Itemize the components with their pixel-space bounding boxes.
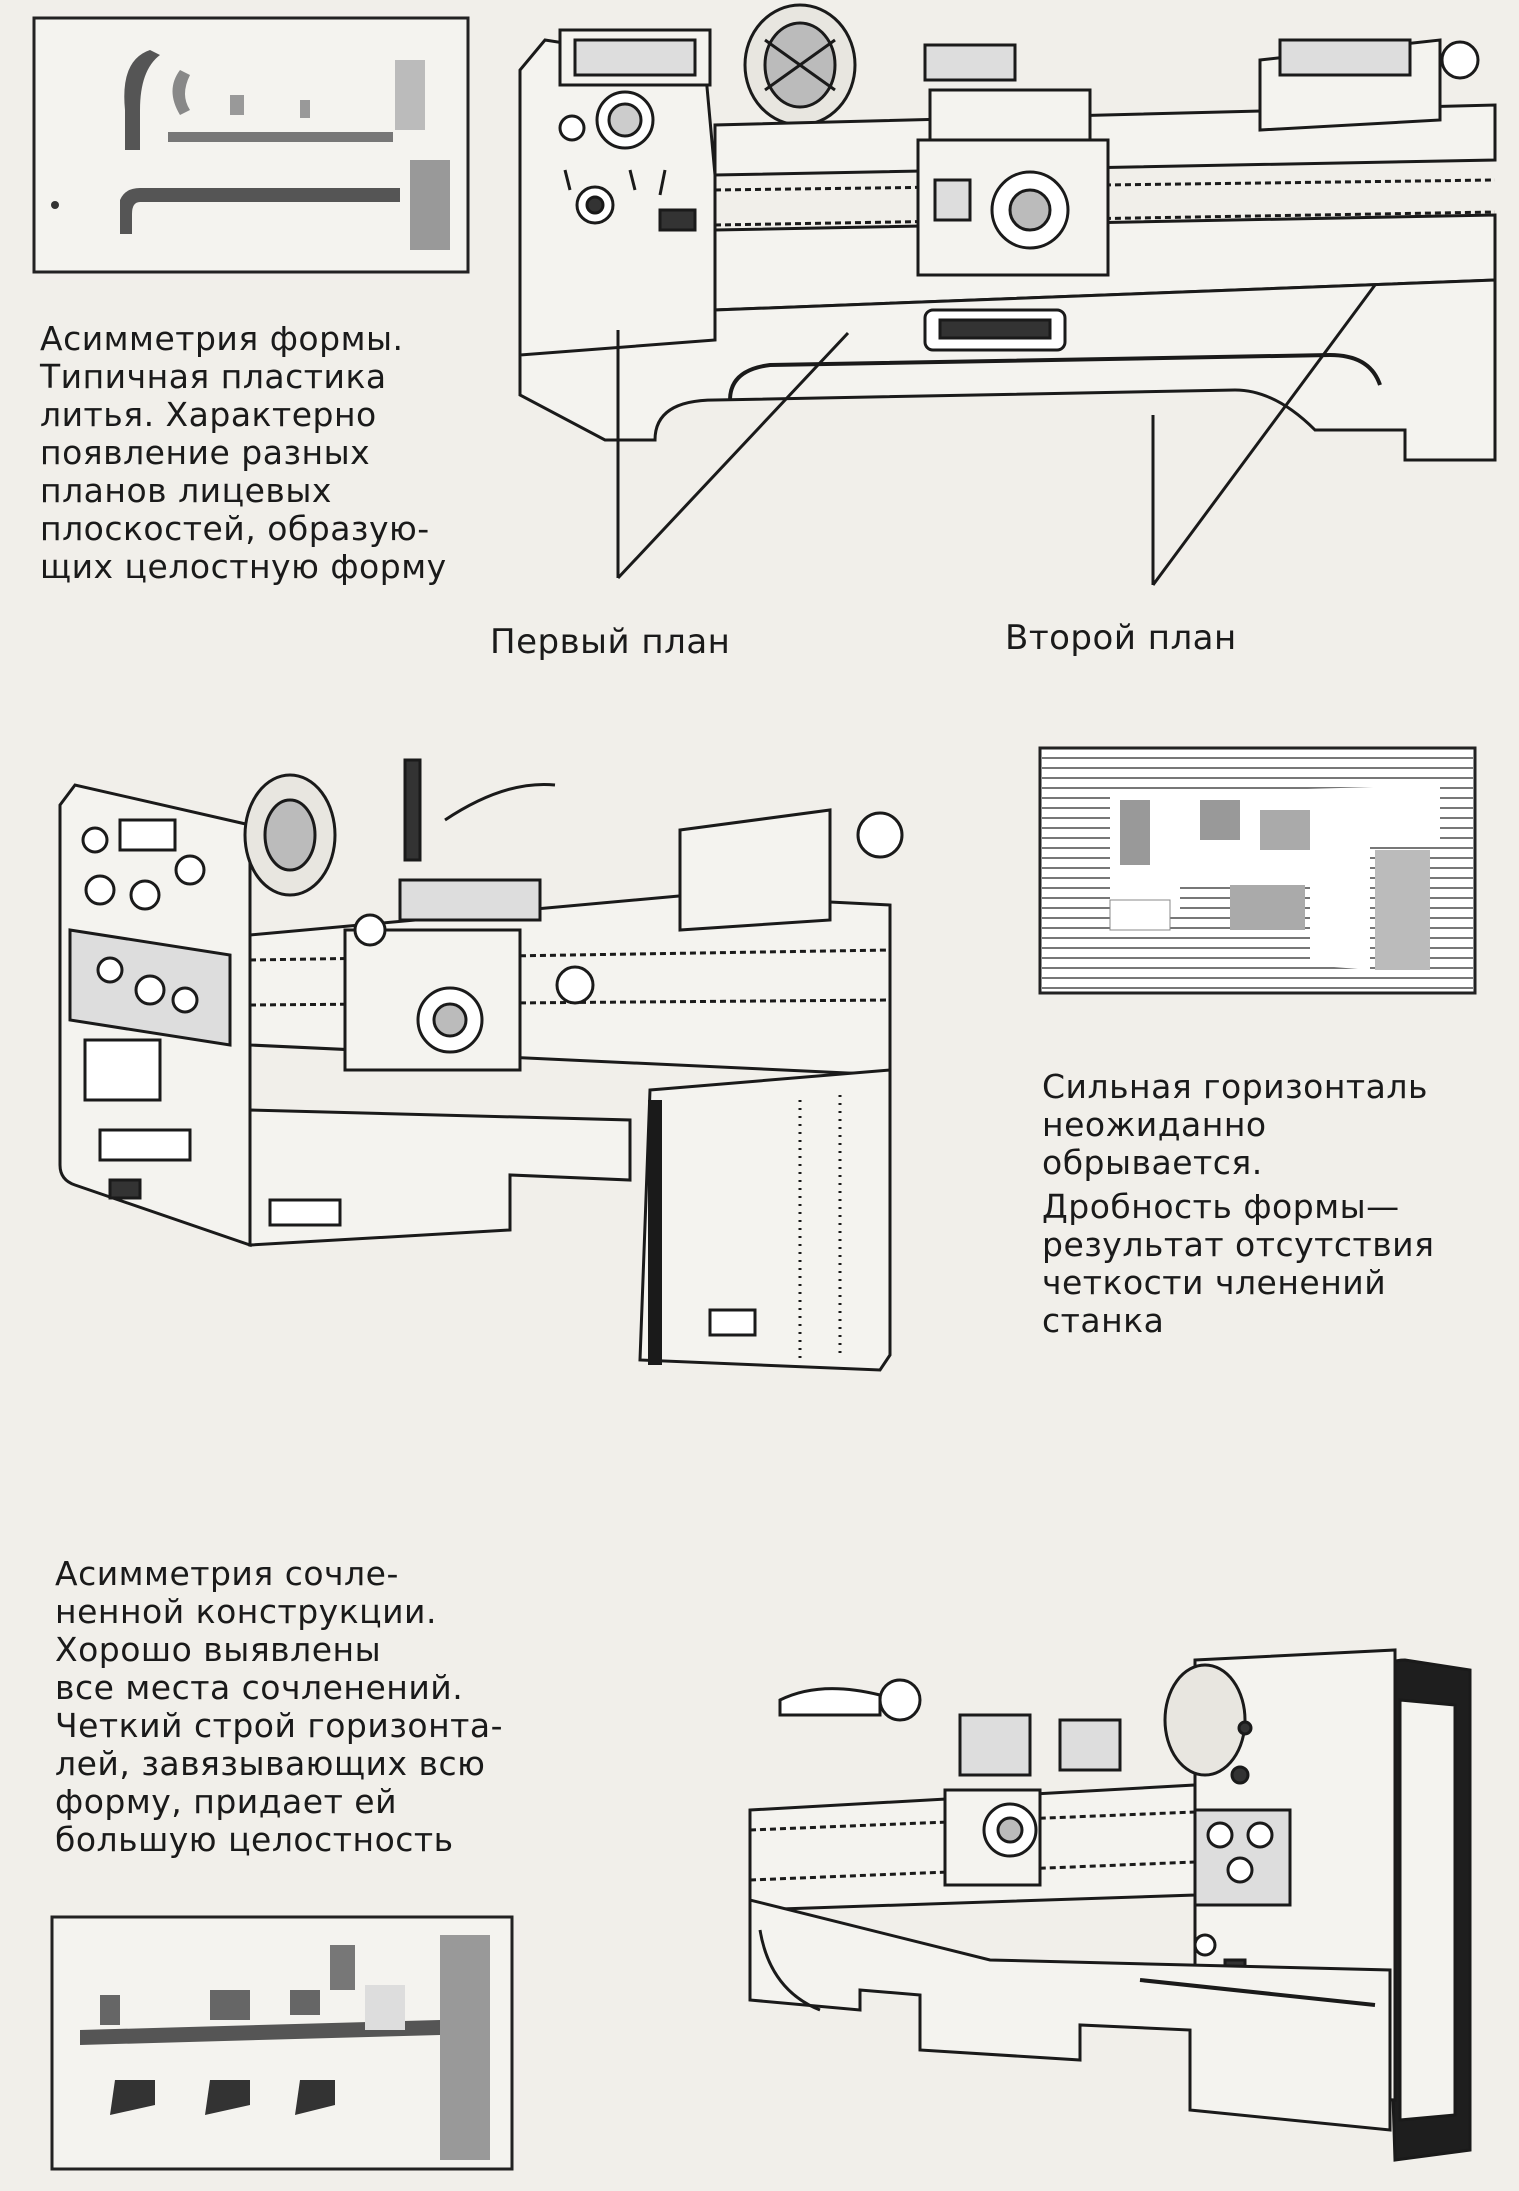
caption-line: обрывается. (1042, 1143, 1263, 1182)
caption-line: Четкий строй горизонта- (55, 1706, 503, 1745)
label-second-plan: Второй план (1005, 618, 1237, 658)
caption-line: все места сочленений. (55, 1668, 464, 1707)
caption-line: большую целостность (55, 1820, 454, 1859)
caption-line: Сильная горизонталь (1042, 1067, 1428, 1106)
caption-line: щих целостную форму (40, 547, 447, 586)
caption-line: форму, придает ей (55, 1782, 398, 1821)
caption-line: планов лицевых (40, 471, 332, 510)
caption-line: станка (1042, 1301, 1165, 1340)
schematic-thumbnail-1 (32, 16, 470, 274)
caption-line: Асимметрия сочле- (55, 1554, 399, 1593)
caption-line: лей, завязывающих всю (55, 1744, 486, 1783)
caption-line: Асимметрия формы. (40, 319, 404, 358)
caption-line: четкости членений (1042, 1263, 1387, 1302)
plan-pointer-lines (616, 284, 1377, 586)
lathe-illustration-1 (518, 3, 1497, 462)
caption-broken-horizontal: Сильная горизонталь неожиданно обрываетс… (1042, 1068, 1434, 1340)
caption-line: Дробность формы— (1042, 1187, 1400, 1226)
schematic-thumbnail-3 (50, 1915, 514, 2171)
caption-line: литья. Характерно (40, 395, 377, 434)
caption-casting-form: Асимметрия формы. Типичная пластика лить… (40, 320, 447, 586)
caption-articulated-construction: Асимметрия сочле- ненной конструкции. Хо… (55, 1555, 503, 1859)
lathe-illustration-2 (58, 758, 904, 1372)
caption-line: плоскостей, образую- (40, 509, 430, 548)
lathe-illustration-3 (748, 1648, 1472, 2162)
caption-line: Хорошо выявлены (55, 1630, 382, 1669)
caption-line: неожиданно (1042, 1105, 1267, 1144)
caption-line: появление разных (40, 433, 371, 472)
label-first-plan: Первый план (490, 622, 731, 662)
caption-line: ненной конструкции. (55, 1592, 437, 1631)
caption-line: Типичная пластика (40, 357, 387, 396)
caption-line: результат отсутствия (1042, 1225, 1435, 1264)
schematic-thumbnail-2 (1038, 746, 1477, 995)
